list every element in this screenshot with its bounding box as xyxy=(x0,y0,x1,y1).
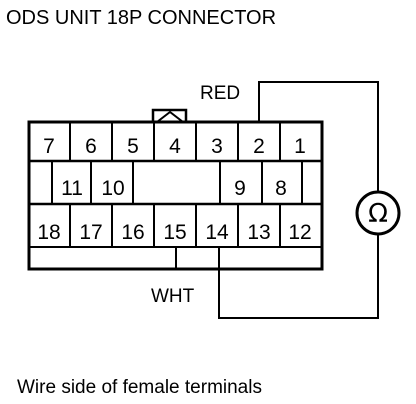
pin-1: 1 xyxy=(294,135,306,158)
pin-14: 14 xyxy=(205,221,229,244)
pin-3: 3 xyxy=(211,135,223,158)
pin-2: 2 xyxy=(253,135,265,158)
pin-9: 9 xyxy=(234,177,246,200)
pin-4: 4 xyxy=(169,135,181,158)
pin-10: 10 xyxy=(101,177,124,200)
pin-18: 18 xyxy=(37,221,60,244)
white-probe-wire xyxy=(218,235,379,319)
ohmmeter-icon: Ω xyxy=(355,190,401,236)
red-wire-label: RED xyxy=(200,83,240,104)
pin-6: 6 xyxy=(85,135,97,158)
red-probe-wire xyxy=(258,81,379,191)
white-wire-label: WHT xyxy=(151,286,195,307)
pin-15: 15 xyxy=(163,221,186,244)
pin-row-bottom: 18 17 16 15 14 13 12 xyxy=(37,221,311,244)
diagram-caption: Wire side of female terminals xyxy=(17,377,262,398)
pin-7: 7 xyxy=(43,135,55,158)
ohm-symbol: Ω xyxy=(368,199,388,229)
pin-13: 13 xyxy=(247,221,270,244)
diagram-title: ODS UNIT 18P CONNECTOR xyxy=(6,7,276,29)
pin-row-top: 7 6 5 4 3 2 1 xyxy=(43,135,306,158)
pin-row-middle: 11 10 9 8 xyxy=(61,177,287,200)
test-wiring xyxy=(175,81,379,319)
pin-17: 17 xyxy=(79,221,102,244)
pin-5: 5 xyxy=(127,135,139,158)
pin-11: 11 xyxy=(61,177,83,200)
connector-housing xyxy=(27,108,324,271)
pin-12: 12 xyxy=(288,221,311,244)
pin-16: 16 xyxy=(121,221,144,244)
pin-8: 8 xyxy=(275,177,287,200)
